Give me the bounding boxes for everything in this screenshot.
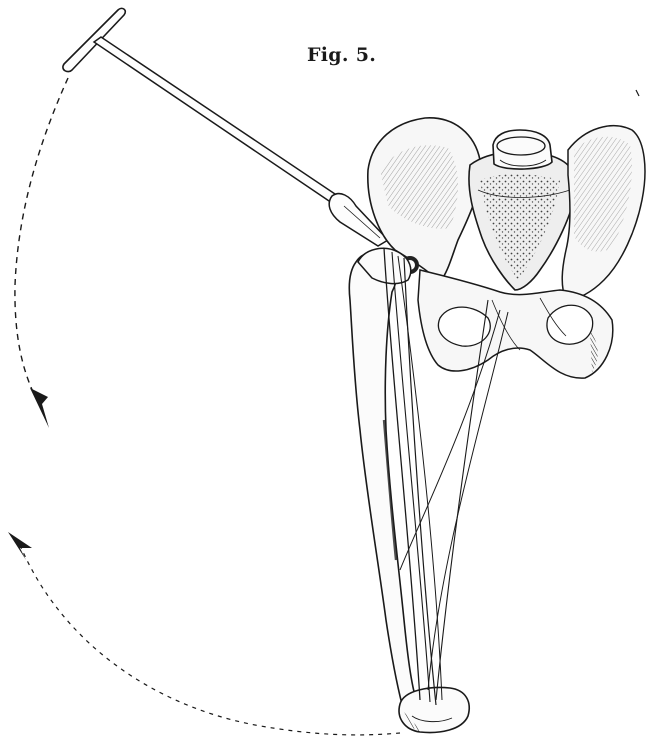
figure-caption: Fig. 5. [307, 44, 376, 66]
ink-speck [636, 90, 639, 96]
swing-arc-upper [15, 78, 68, 402]
knee-condyle [399, 688, 469, 733]
arrowhead-down-icon [30, 388, 49, 428]
femur-shaft [349, 252, 418, 713]
arrowhead-up-icon [8, 532, 32, 560]
swing-arc-lower [20, 545, 400, 735]
